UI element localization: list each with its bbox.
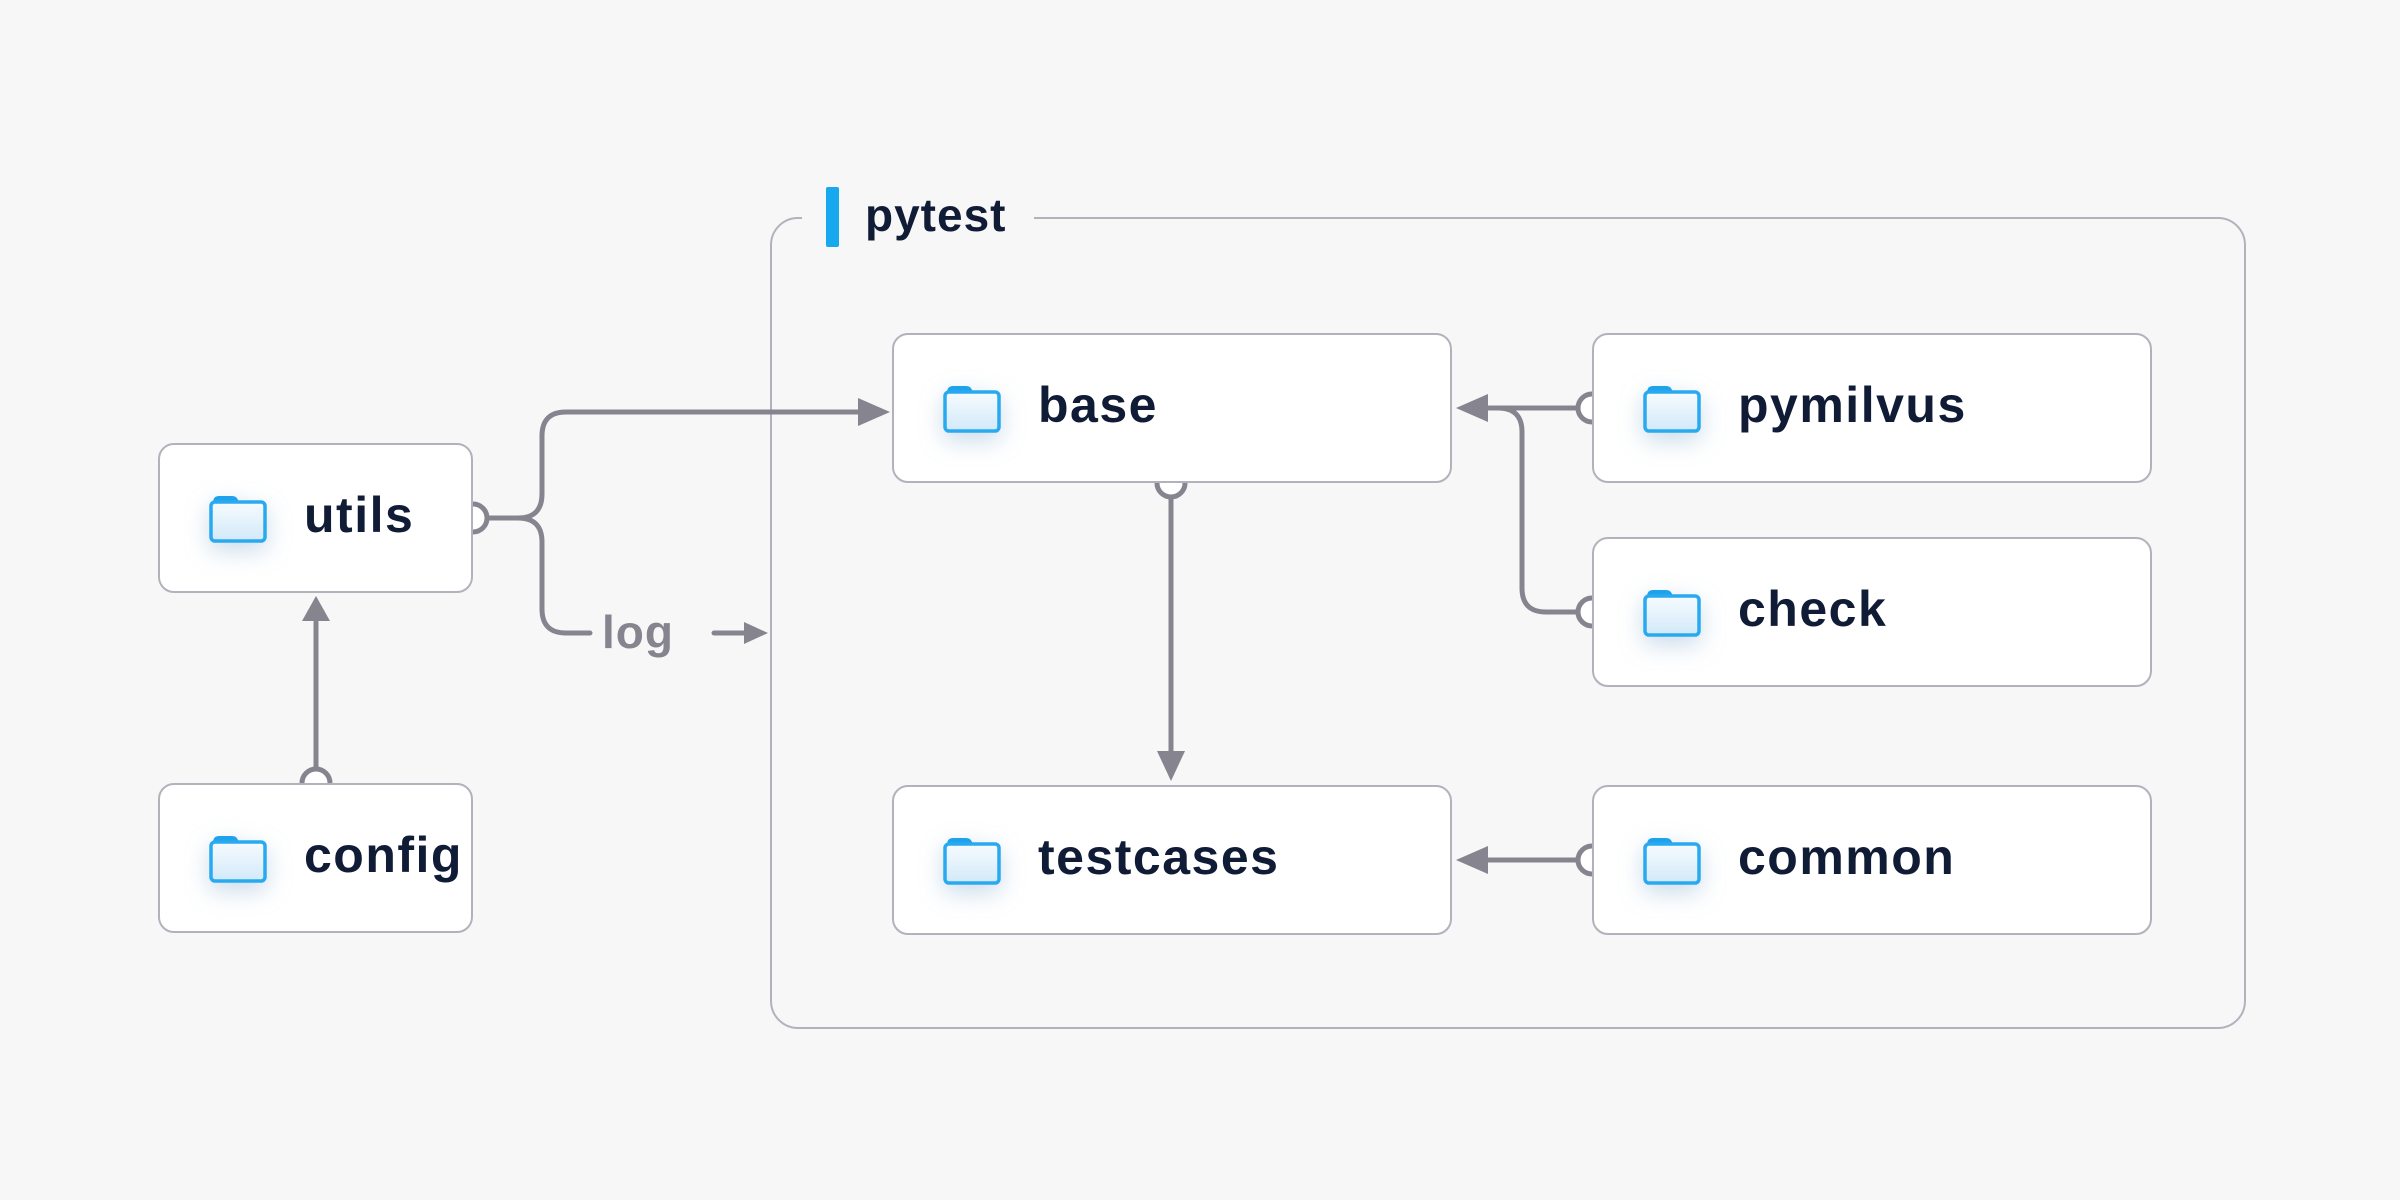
arrowhead-log: [744, 622, 768, 644]
folder-icon: [1643, 590, 1701, 637]
edge-utils-log: [484, 515, 593, 636]
folder-icon: [943, 838, 1001, 885]
pytest-container-label: pytest: [802, 184, 1035, 250]
node-label: common: [1738, 829, 1956, 885]
node-pymilvus: pymilvus: [1592, 333, 2152, 483]
arrowhead-into-utils: [302, 596, 330, 621]
node-label: testcases: [1038, 829, 1280, 885]
node-base: base: [892, 333, 1452, 483]
pytest-label-text: pytest: [865, 189, 1007, 241]
node-config: config: [158, 783, 473, 933]
node-label: base: [1038, 377, 1158, 433]
folder-icon: [209, 496, 267, 543]
node-utils: utils: [158, 443, 473, 593]
pytest-accent-bar: [826, 187, 839, 247]
folder-icon: [943, 386, 1001, 433]
node-label: check: [1738, 581, 1888, 637]
node-label: config: [304, 827, 463, 883]
folder-icon: [209, 836, 267, 883]
node-testcases: testcases: [892, 785, 1452, 935]
node-common: common: [1592, 785, 2152, 935]
node-label: utils: [304, 487, 415, 543]
pytest-container: [770, 217, 2246, 1029]
node-label: pymilvus: [1738, 377, 1967, 433]
folder-icon: [1643, 838, 1701, 885]
edge-label-log: log: [602, 606, 674, 658]
node-check: check: [1592, 537, 2152, 687]
folder-icon: [1643, 386, 1701, 433]
